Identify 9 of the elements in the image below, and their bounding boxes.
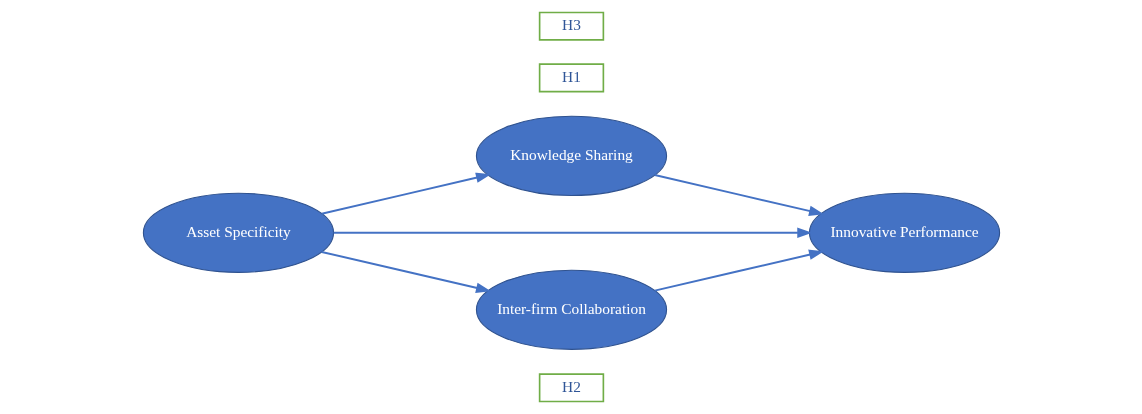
arrow <box>653 174 824 217</box>
node-box: H1 <box>538 63 604 93</box>
node-box: H3 <box>538 11 604 41</box>
node-ellipse: Asset Specificity <box>142 192 334 273</box>
node-box: H2 <box>538 373 604 403</box>
arrow <box>653 249 824 292</box>
arrow <box>320 172 491 215</box>
arrow <box>332 227 812 239</box>
arrow <box>320 250 491 293</box>
